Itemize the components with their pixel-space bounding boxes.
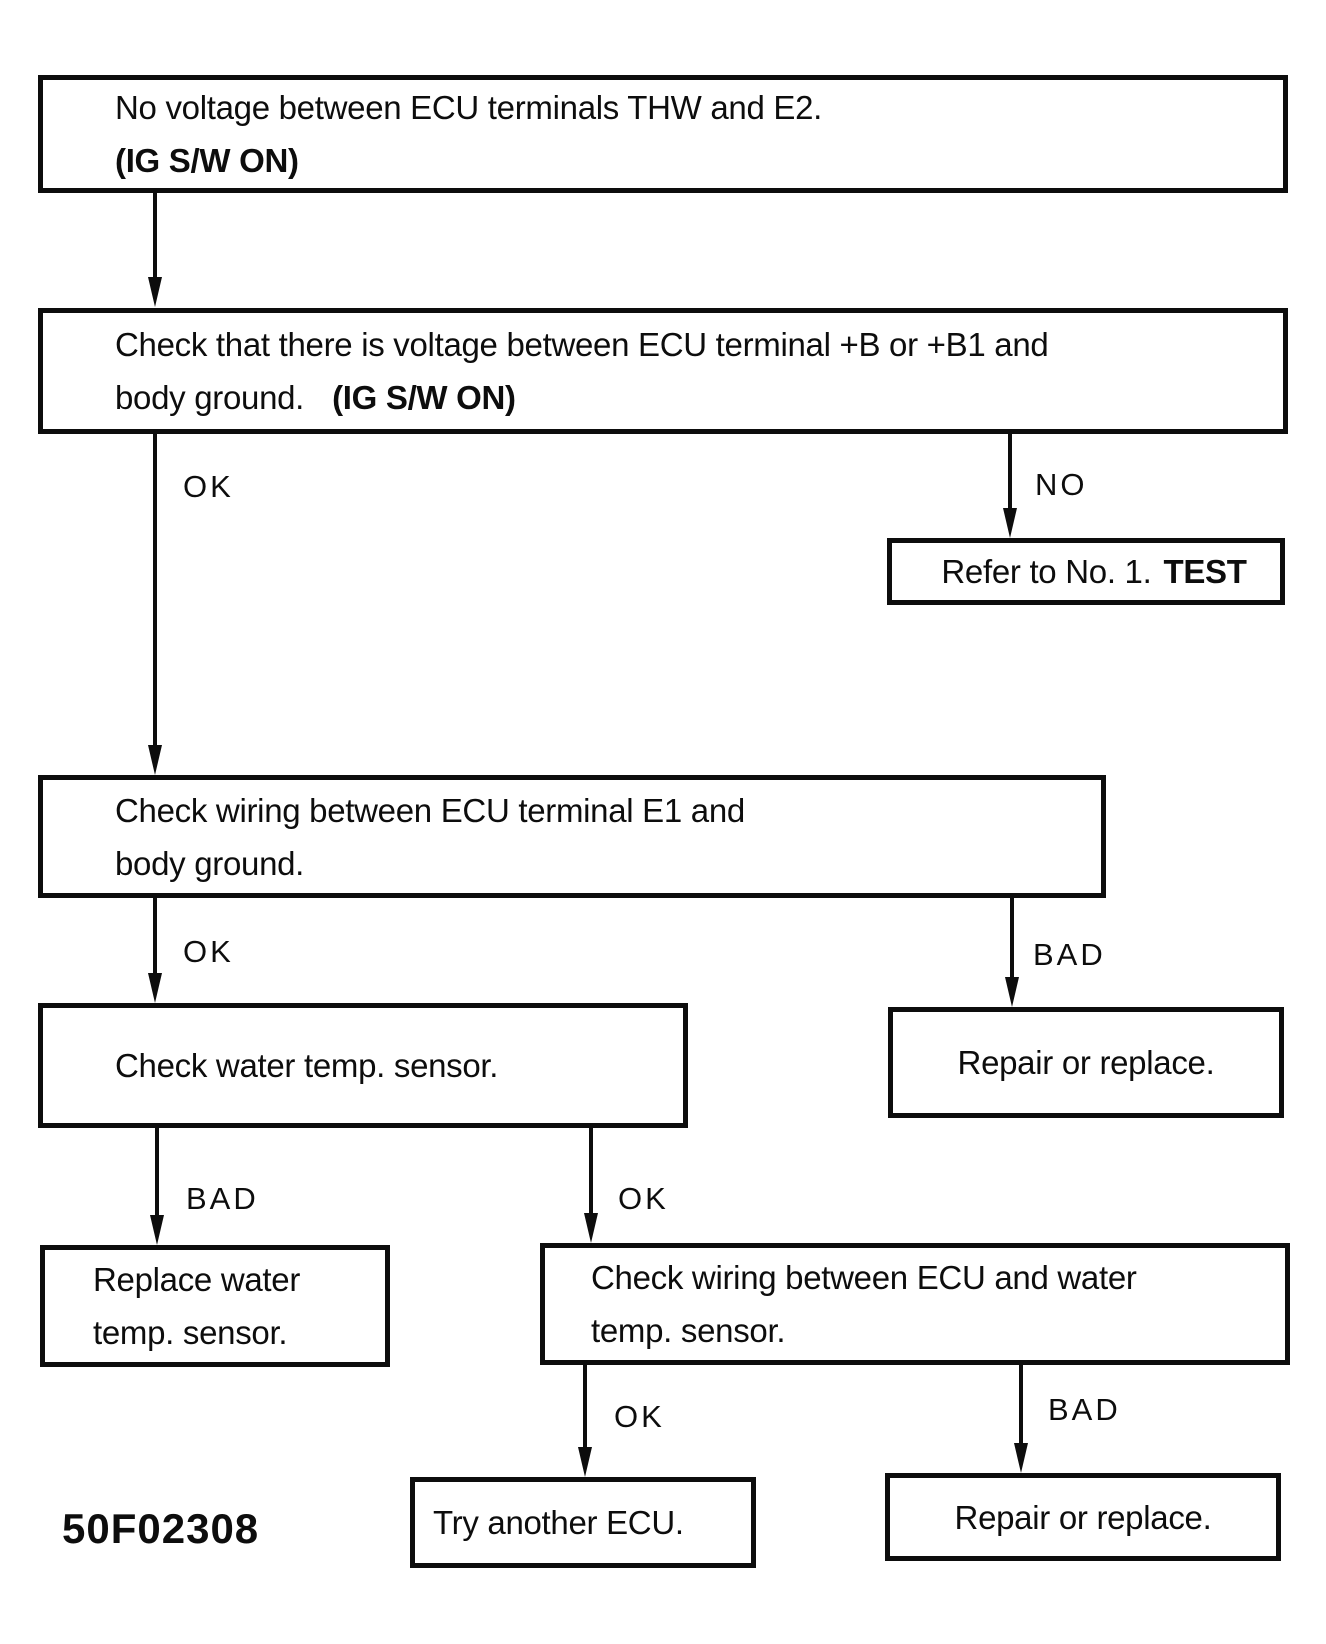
box-text-line: Replace water (93, 1261, 301, 1298)
box-text-line: Try another ECU. (433, 1504, 684, 1541)
flowchart-box-replace-water-temp-sensor: Replace water temp. sensor. (40, 1245, 390, 1367)
edge-label-ok: OK (183, 934, 234, 969)
box-text-line: Check wiring between ECU and water (591, 1259, 1137, 1296)
box-text-line: temp. sensor. (93, 1314, 288, 1351)
box-text-segment-bold: (IG S/W ON) (332, 379, 516, 416)
flowchart-box-check-b-voltage: Check that there is voltage between ECU … (38, 308, 1288, 434)
flowchart-box-check-water-temp-sensor: Check water temp. sensor. (38, 1003, 688, 1128)
flowchart-box-check-ecu-sensor-wiring: Check wiring between ECU and water temp.… (540, 1243, 1290, 1365)
arrow-down-icon (148, 277, 162, 307)
arrow-down-icon (1014, 1443, 1028, 1473)
arrow-down-icon (1005, 977, 1019, 1007)
arrow-down-icon (148, 973, 162, 1003)
box-text-line: Repair or replace. (957, 1044, 1215, 1081)
connector-wiring-bad (1019, 1365, 1023, 1443)
flowchart-box-no-voltage: No voltage between ECU terminals THW and… (38, 75, 1288, 193)
edge-label-ok: OK (183, 469, 234, 504)
arrow-down-icon (148, 745, 162, 775)
box-text-line: body ground. (IG S/W ON) (115, 371, 1283, 424)
box-text-line-bold: (IG S/W ON) (115, 142, 299, 179)
connector-check-e1-ok (153, 898, 157, 973)
edge-label-bad: BAD (1048, 1392, 1121, 1427)
connector-check-b-no (1008, 434, 1012, 508)
connector-symptom-to-check-b (153, 193, 157, 277)
connector-wiring-ok (583, 1365, 587, 1447)
edge-label-ok: OK (618, 1181, 669, 1216)
box-text-line: temp. sensor. (591, 1312, 786, 1349)
edge-label-bad: BAD (186, 1181, 259, 1216)
edge-label-no: NO (1035, 467, 1088, 502)
box-text-line: No voltage between ECU terminals THW and… (115, 89, 823, 126)
arrow-down-icon (584, 1213, 598, 1243)
box-text-line: Check wiring between ECU terminal E1 and (115, 791, 745, 829)
connector-sensor-ok (589, 1128, 593, 1213)
arrow-down-icon (1003, 508, 1017, 538)
flowchart-box-repair-or-replace-upper: Repair or replace. (888, 1007, 1284, 1118)
arrow-down-icon (150, 1215, 164, 1245)
box-text-line: Check that there is voltage between ECU … (115, 326, 1049, 363)
edge-label-bad: BAD (1033, 937, 1106, 972)
box-text-line: body ground. (115, 844, 305, 882)
connector-check-e1-bad (1010, 898, 1014, 977)
flowchart-box-try-another-ecu: Try another ECU. (410, 1477, 756, 1568)
flowchart-box-check-e1-wiring: Check wiring between ECU terminal E1 and… (38, 775, 1106, 898)
box-text-segment: body ground. (115, 379, 305, 416)
box-text-segment: Refer to No. 1. (941, 553, 1152, 590)
connector-check-b-ok (153, 434, 157, 745)
arrow-down-icon (578, 1447, 592, 1477)
figure-code: 50F02308 (62, 1505, 260, 1552)
box-text-segment-bold: TEST (1163, 553, 1247, 590)
flowchart-box-refer-test: Refer to No. 1. TEST (887, 538, 1285, 605)
flowchart-box-repair-or-replace-lower: Repair or replace. (885, 1473, 1281, 1561)
box-text-line: Repair or replace. (954, 1498, 1212, 1536)
connector-sensor-bad (155, 1128, 159, 1215)
box-text-line: Check water temp. sensor. (115, 1047, 499, 1084)
edge-label-ok: OK (614, 1399, 665, 1434)
